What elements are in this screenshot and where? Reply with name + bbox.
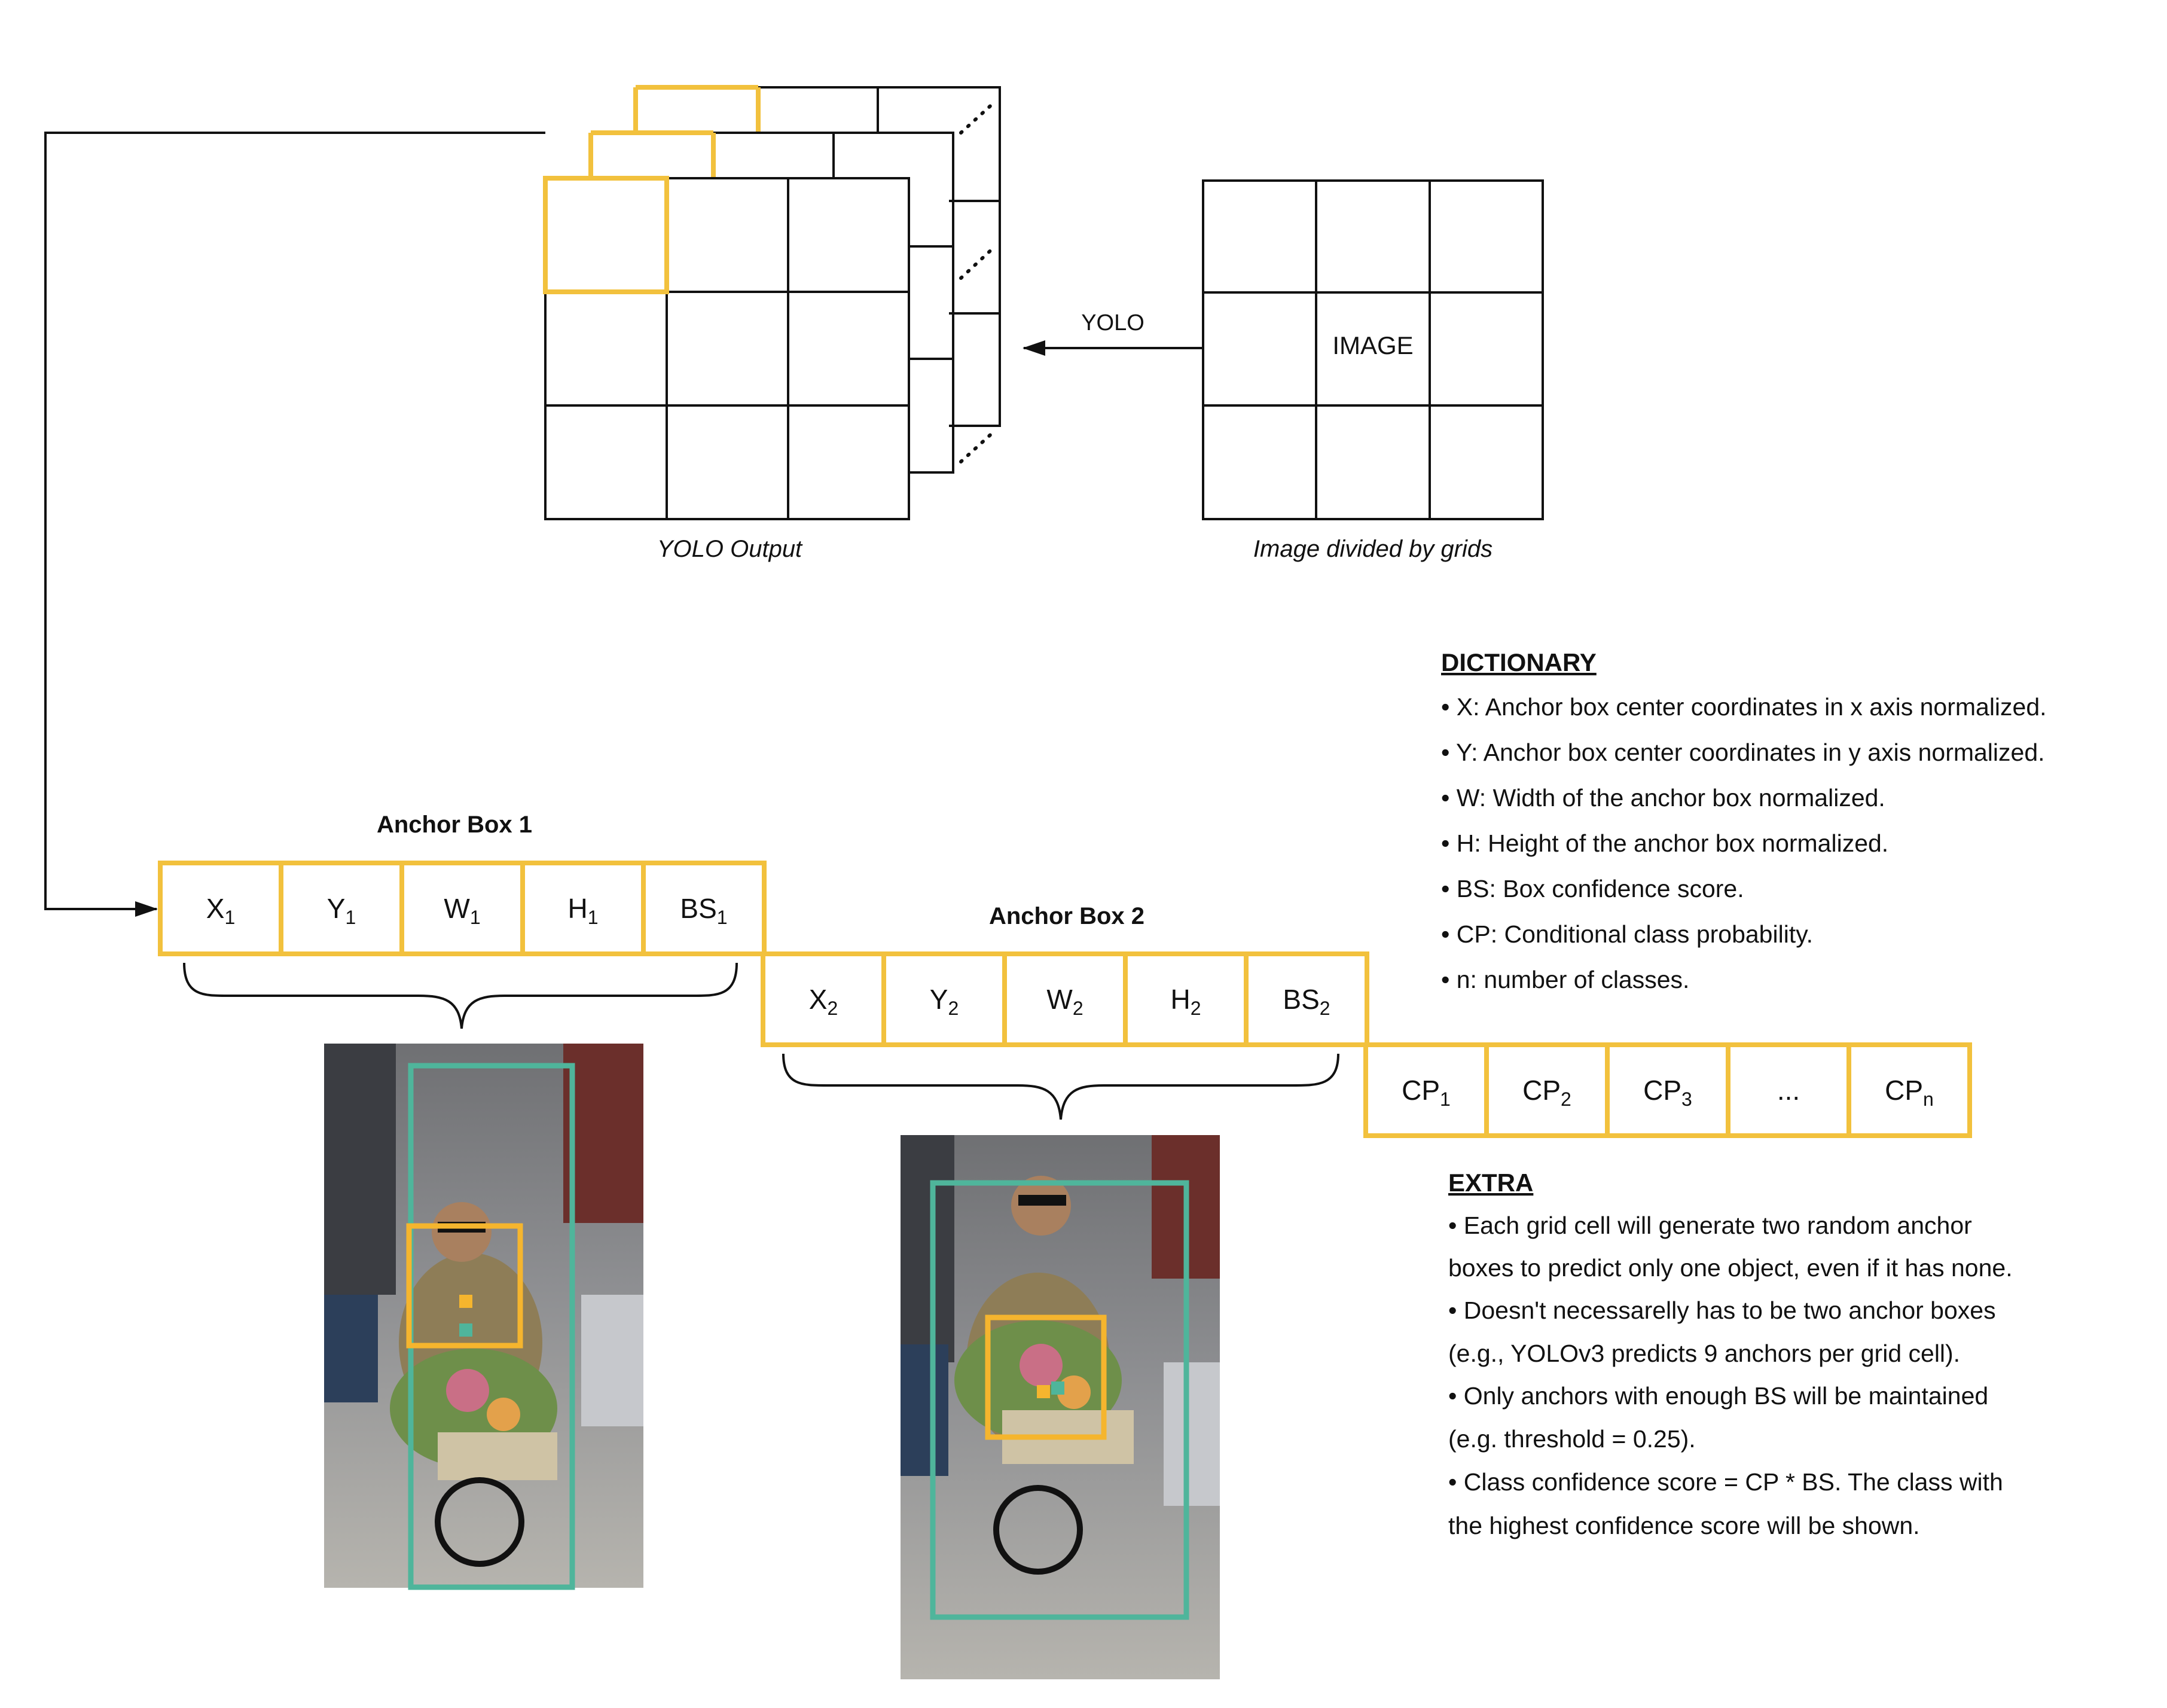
anchor-box-1-row: X1 Y1 W1 H1 BS1 [158, 861, 767, 956]
class-prob-cell-border [1726, 1042, 1851, 1138]
dictionary-item: • Y: Anchor box center coordinates in y … [1441, 739, 2045, 766]
anchor-2-cell-label: X2 [809, 984, 838, 1019]
extra-line: • Each grid cell will generate two rando… [1448, 1212, 1972, 1239]
class-prob-cell-border [1605, 1042, 1730, 1138]
output-layer-back [633, 85, 1001, 427]
anchor-1-cell-border [279, 861, 404, 956]
anchor-2-cell-border [1123, 951, 1249, 1047]
extra-line: • Only anchors with enough BS will be ma… [1448, 1382, 1988, 1410]
yolo-arrow-label: YOLO [1081, 310, 1144, 336]
anchor-1-cell-label: H1 [567, 893, 598, 928]
extra-line: • Doesn't necessarelly has to be two anc… [1448, 1297, 1996, 1324]
stack-ellipsis-dots [959, 100, 997, 463]
anchor-box-2-row: X2 Y2 W2 H2 BS2 [761, 951, 1369, 1047]
anchor-1-cell-border [520, 861, 646, 956]
anchor-2-cell-label: Y2 [930, 984, 959, 1019]
class-prob-cell-label: CP1 [1402, 1075, 1451, 1110]
dictionary-item: • X: Anchor box center coordinates in x … [1441, 693, 2047, 721]
dictionary-item: • n: number of classes. [1441, 966, 1689, 993]
extra-line: boxes to predict only one object, even i… [1448, 1254, 2013, 1282]
dictionary-item: • BS: Box confidence score. [1441, 875, 1744, 902]
extra-title: EXTRA [1448, 1169, 1533, 1197]
anchor-1-cell-label: BS1 [680, 893, 727, 928]
image-grid-caption: Image divided by grids [1253, 536, 1493, 562]
anchor-2-cell-border [881, 951, 1007, 1047]
output-to-anchor-connector [44, 132, 545, 917]
anchor-1-cell-border [641, 861, 767, 956]
anchor-box-2-header: Anchor Box 2 [989, 903, 1144, 929]
photo-cyclist-anchor-1 [324, 1044, 643, 1590]
dictionary-item: • CP: Conditional class probability. [1441, 920, 1813, 948]
dictionary-title: DICTIONARY [1441, 648, 1597, 676]
class-prob-cell-label: CPn [1885, 1075, 1934, 1110]
image-grid: IMAGE Image divided by grids [1202, 179, 1544, 562]
anchor-2-cell-border [761, 951, 886, 1047]
extra-line: (e.g. threshold = 0.25). [1448, 1425, 1696, 1453]
yolo-output-stack: YOLO Output [543, 85, 1001, 562]
anchor-box-outline [985, 1314, 1107, 1440]
dictionary-section: DICTIONARY • X: Anchor box center coordi… [1441, 648, 2047, 993]
dictionary-item: • W: Width of the anchor box normalized. [1441, 784, 1885, 812]
anchor-2-cell-label: H2 [1170, 984, 1201, 1019]
output-layer-middle [588, 130, 954, 474]
class-probability-row: CP1 CP2 CP3... CPn [1363, 1042, 1972, 1138]
extra-line: (e.g., YOLOv3 predicts 9 anchors per gri… [1448, 1340, 1960, 1367]
class-prob-cell-label: ... [1777, 1075, 1800, 1106]
extra-section: EXTRA • Each grid cell will generate two… [1448, 1169, 2013, 1539]
class-prob-cell-border [1846, 1042, 1972, 1138]
anchor-1-brace [183, 962, 738, 1029]
image-label: IMAGE [1332, 331, 1413, 359]
anchor-2-brace [782, 1053, 1339, 1120]
yolo-output-caption: YOLO Output [657, 536, 803, 562]
anchor-2-cell-label: W2 [1046, 984, 1083, 1019]
class-prob-cell-border [1363, 1042, 1489, 1138]
anchor-1-cell-label: W1 [444, 893, 480, 928]
extra-line: the highest confidence score will be sho… [1448, 1512, 1920, 1539]
class-prob-cell-label: CP3 [1643, 1075, 1692, 1110]
output-layer-front [543, 176, 910, 520]
anchor-1-cell-label: Y1 [327, 893, 356, 928]
anchor-box-outline [406, 1223, 523, 1349]
photo-cyclist-anchor-2 [901, 1135, 1220, 1679]
dictionary-item: • H: Height of the anchor box normalized… [1441, 829, 1888, 857]
anchor-2-cell-border [1244, 951, 1369, 1047]
detection-box [930, 1180, 1189, 1620]
extra-line: • Class confidence score = CP * BS. The … [1448, 1468, 2003, 1496]
yolo-arrow: YOLO [1023, 310, 1203, 356]
anchor-box-1-header: Anchor Box 1 [377, 812, 532, 838]
anchor-1-cell-label: X1 [206, 893, 235, 928]
anchor-2-cell-label: BS2 [1283, 984, 1330, 1019]
class-prob-cell-label: CP2 [1522, 1075, 1571, 1110]
anchor-1-cell-border [158, 861, 283, 956]
